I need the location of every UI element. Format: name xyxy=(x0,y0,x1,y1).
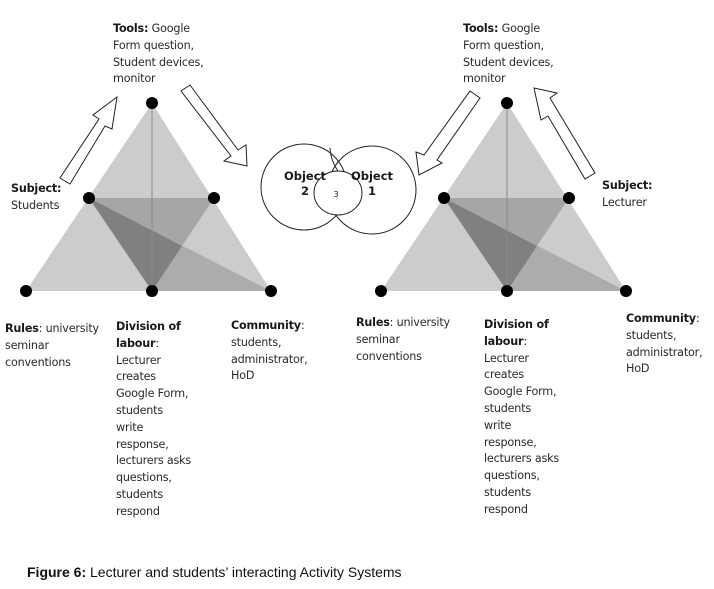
figure-caption: Figure 6: Lecturer and students’ interac… xyxy=(27,564,402,580)
arrow-up-icon xyxy=(533,87,596,180)
node-division xyxy=(146,285,158,297)
node-rules xyxy=(20,285,32,297)
lecturer-rules-label: Rules: university seminar conventions xyxy=(356,316,450,363)
node-tools xyxy=(501,97,513,109)
figure-caption-text: Lecturer and students’ interacting Activ… xyxy=(86,564,402,580)
lecturer-subject-label: Subject: Lecturer xyxy=(602,179,653,209)
object-1-label-line1: Object xyxy=(351,169,394,183)
object-2-label-line1: Object xyxy=(284,169,327,183)
figure-number: Figure 6: xyxy=(27,564,87,580)
overlap-region xyxy=(444,198,537,291)
lecturer-community-label: Community: students, administrator, HoD xyxy=(626,312,703,376)
students-rules-label: Rules: university seminar conventions xyxy=(5,322,99,369)
object-1-label-line2: 1 xyxy=(368,184,376,198)
node-object xyxy=(438,192,450,204)
lecturer-activity-triangle xyxy=(375,87,632,297)
outer-triangle xyxy=(381,103,626,291)
students-division-of-labour-label: Division of labour: Lecturer creates Goo… xyxy=(116,320,192,518)
arrow-up-icon xyxy=(59,95,118,185)
inner-triangle-lower xyxy=(89,198,271,291)
lecturer-tools-label: Tools: Google Form question, Student dev… xyxy=(463,22,554,86)
students-subject-label: Subject: Students xyxy=(11,182,62,212)
node-subject xyxy=(563,192,575,204)
shared-objects: Object 2 Object 1 3 xyxy=(260,143,417,235)
object-3-label: 3 xyxy=(333,190,338,199)
node-subject xyxy=(83,192,95,204)
arrow-down-left-icon xyxy=(415,90,481,176)
node-community xyxy=(265,285,277,297)
arrow-down-icon xyxy=(180,84,248,167)
overlap-region xyxy=(89,198,182,291)
node-division xyxy=(501,285,513,297)
node-community xyxy=(620,285,632,297)
students-community-label: Community: students, administrator, HoD xyxy=(231,319,308,383)
outer-triangle xyxy=(26,103,271,291)
lecturer-division-of-labour-label: Division of labour: Lecturer creates Goo… xyxy=(484,318,560,516)
object-2-label-line2: 2 xyxy=(301,184,309,198)
students-tools-label: Tools: Google Form question, Student dev… xyxy=(113,22,204,86)
node-tools xyxy=(146,97,158,109)
inner-triangle-lower xyxy=(444,198,626,291)
students-activity-triangle xyxy=(20,84,277,297)
node-rules xyxy=(375,285,387,297)
node-object xyxy=(208,192,220,204)
